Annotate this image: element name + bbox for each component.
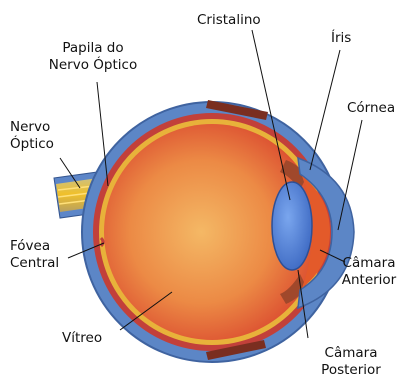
label-papila-line1: Papila do	[38, 40, 148, 57]
label-cristalino: Cristalino	[197, 12, 261, 29]
label-cornea: Córnea	[347, 100, 395, 117]
label-papila: Papila do Nervo Óptico	[38, 40, 148, 74]
label-camara-posterior: Câmara Posterior	[308, 345, 394, 379]
label-camara-anterior-line1: Câmara	[332, 255, 406, 272]
label-camara-anterior: Câmara Anterior	[332, 255, 406, 289]
label-nervo-line1: Nervo	[10, 119, 54, 136]
label-vitreo: Vítreo	[62, 330, 102, 347]
label-camara-posterior-line2: Posterior	[308, 362, 394, 379]
label-nervo-line2: Óptico	[10, 136, 54, 153]
label-iris: Íris	[331, 30, 351, 47]
label-papila-line2: Nervo Óptico	[38, 57, 148, 74]
label-fovea-line2: Central	[10, 255, 59, 272]
label-nervo-optico: Nervo Óptico	[10, 119, 54, 153]
label-fovea: Fóvea Central	[10, 238, 59, 272]
label-camara-posterior-line1: Câmara	[308, 345, 394, 362]
label-camara-anterior-line2: Anterior	[332, 272, 406, 289]
label-fovea-line1: Fóvea	[10, 238, 59, 255]
lens	[272, 182, 312, 270]
